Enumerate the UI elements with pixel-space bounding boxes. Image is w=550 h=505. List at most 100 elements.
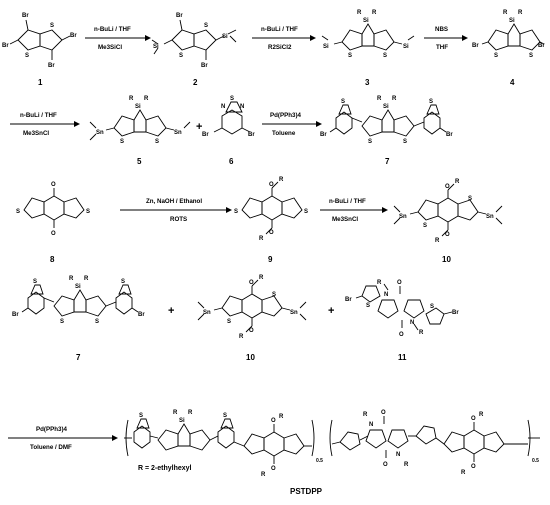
arrow-condition-top: n-BuLi / THF <box>20 112 57 119</box>
reaction-arrow-5: Pd(PPh3)4 Toluene <box>262 112 322 137</box>
atom-s: S <box>383 53 387 59</box>
atom-sn: Sn <box>203 310 211 316</box>
compound-number: 7 <box>385 157 390 166</box>
atom-s: S <box>60 319 64 325</box>
compound-2-structure: Br Br Si Si S S <box>151 13 237 69</box>
atom-br: Br <box>345 297 352 303</box>
atom-o: O <box>271 466 276 472</box>
subscript-label: 0.5 <box>316 458 323 464</box>
arrow-condition-bottom: Me3SiCl <box>98 44 122 51</box>
atom-s: S <box>341 99 345 105</box>
atom-r: R <box>455 179 460 185</box>
arrow-condition-bottom: THF <box>436 44 448 51</box>
reaction-arrow-3: NBS THF <box>424 26 468 51</box>
atom-s: S <box>348 53 352 59</box>
atom-r: R <box>173 410 178 416</box>
atom-s: S <box>430 304 434 310</box>
reaction-arrow-1: n-BuLi / THF Me3SiCl <box>85 26 151 51</box>
r-group-definition: R = 2-ethylhexyl <box>138 465 192 472</box>
atom-o: O <box>269 182 274 188</box>
atom-r: R <box>279 414 284 420</box>
plus-sign: + <box>196 121 202 133</box>
compound-9-structure: O R O R S S <box>234 177 308 242</box>
atom-n: N <box>410 320 414 326</box>
atom-o: O <box>471 416 476 422</box>
atom-s: S <box>368 139 372 145</box>
atom-r: R <box>144 96 149 102</box>
atom-r: R <box>239 334 244 340</box>
atom-o: O <box>445 184 450 190</box>
atom-si: Si <box>509 18 515 24</box>
atom-br: Br <box>538 43 545 49</box>
reaction-arrow-4: n-BuLi / THF Me3SnCl <box>10 112 80 137</box>
compound-8-structure: O O S S <box>16 182 90 237</box>
atom-br: Br <box>201 63 208 69</box>
atom-r: R <box>377 96 382 102</box>
atom-br: Br <box>202 132 209 138</box>
atom-n: N <box>384 292 388 298</box>
compound-number: 1 <box>38 78 43 87</box>
compound-number: 4 <box>510 78 515 87</box>
plus-sign: + <box>168 305 174 317</box>
atom-br: Br <box>472 43 479 49</box>
atom-r: R <box>84 276 89 282</box>
atom-si: Si <box>135 104 141 110</box>
atom-si: Si <box>179 418 185 424</box>
atom-s: S <box>121 279 125 285</box>
atom-r: R <box>435 238 440 244</box>
atom-s: S <box>429 99 433 105</box>
atom-br: Br <box>22 13 29 19</box>
atom-r: R <box>357 10 362 16</box>
atom-s: S <box>155 139 159 145</box>
atom-o: O <box>51 231 56 237</box>
atom-o: O <box>271 418 276 424</box>
arrow-condition-top: n-BuLi / THF <box>261 26 298 33</box>
compound-number: 3 <box>365 78 370 87</box>
atom-o: O <box>269 230 274 236</box>
atom-o: O <box>249 328 254 334</box>
compound-10-structure: O R O R Sn Sn S S <box>393 179 503 244</box>
atom-o: O <box>249 280 254 286</box>
atom-s: S <box>33 279 37 285</box>
atom-s: S <box>423 223 427 229</box>
atom-o: O <box>397 280 402 286</box>
atom-s: S <box>95 319 99 325</box>
compound-number: 10 <box>442 255 451 264</box>
atom-s: S <box>272 292 276 298</box>
arrow-condition-bottom: ROTS <box>170 216 187 223</box>
atom-o: O <box>383 462 388 468</box>
atom-s: S <box>468 196 472 202</box>
compound-5-structure: Si R R Sn Sn S S <box>89 96 191 145</box>
atom-n: N <box>369 422 373 428</box>
atom-br: Br <box>452 310 459 316</box>
atom-r: R <box>479 412 484 418</box>
atom-br: Br <box>320 132 327 138</box>
atom-s: S <box>120 139 124 145</box>
atom-r: R <box>404 462 409 468</box>
atom-s: S <box>230 96 234 102</box>
atom-s: S <box>403 139 407 145</box>
atom-br: Br <box>12 312 19 318</box>
atom-r: R <box>392 96 397 102</box>
atom-r: R <box>518 10 523 16</box>
arrow-condition-top: n-BuLi / THF <box>329 198 366 205</box>
atom-s: S <box>204 23 208 29</box>
arrow-condition-top: Pd(PPh3)4 <box>270 112 302 119</box>
compound-number: 5 <box>137 157 142 166</box>
atom-r: R <box>129 96 134 102</box>
atom-s: S <box>529 53 533 59</box>
polymer-structure: S Si R R S O R O R 0.5 O O <box>124 410 540 478</box>
compound-number: 7 <box>76 353 81 362</box>
compound-10-structure: O R O R Sn Sn S S <box>197 275 307 340</box>
compound-7-structure: S S Si R R Br Br S S <box>320 96 453 145</box>
compound-number: 6 <box>229 157 234 166</box>
atom-sn: Sn <box>96 130 104 136</box>
atom-r: R <box>279 177 284 183</box>
atom-s: S <box>494 53 498 59</box>
arrow-condition-bottom: Me3SnCl <box>23 130 49 137</box>
compound-number: 10 <box>246 353 255 362</box>
atom-r: R <box>69 276 74 282</box>
atom-o: O <box>399 332 404 338</box>
arrow-condition-bottom: Me3SnCl <box>332 216 358 223</box>
